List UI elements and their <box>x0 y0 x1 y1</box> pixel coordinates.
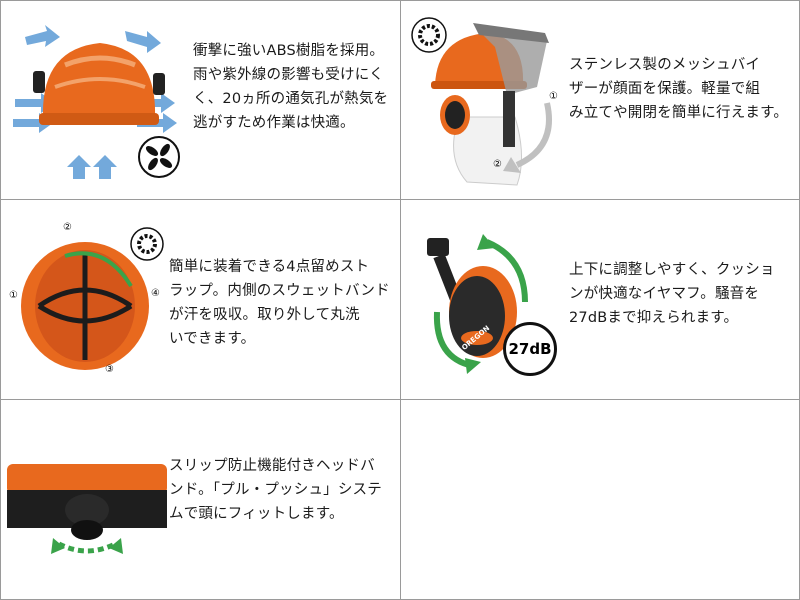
strap-callout-4: ④ <box>151 288 160 299</box>
empty-panel <box>401 400 800 600</box>
mesh-visor-illustration <box>411 17 552 186</box>
feature-headband-panel: スリップ防止機能付きヘッドバ ンド。「プル・プッシュ」システ ムで頭にフィットし… <box>0 400 401 600</box>
feature-headband-description: スリップ防止機能付きヘッドバ ンド。「プル・プッシュ」システ ムで頭にフィットし… <box>169 458 382 522</box>
strap-callout-1: ① <box>9 290 18 301</box>
feature-strap-panel: ① ② ③ ④ 簡単に装着できる4点留めスト ラップ。内側のスウェットバンド が… <box>0 200 401 400</box>
feature-ventilation-description: 衝撃に強いABS樹脂を採用。 雨や紫外線の影響も受けにく く、20ヵ所の通気孔が… <box>193 43 389 131</box>
feature-visor-description: ステンレス製のメッシュバイ ザーが顔面を保護。軽量で組 み立てや開閉を簡単に行え… <box>569 57 789 121</box>
feature-visor-panel: ① ② ステンレス製のメッシュバイ ザーが顔面を保護。軽量で組 み立てや開閉を簡… <box>401 0 800 200</box>
noise-reduction-value: 27dB <box>508 340 552 358</box>
helmet-ventilation-illustration <box>13 25 180 179</box>
strap-callout-2: ② <box>63 222 72 233</box>
visor-callout-1: ① <box>549 91 558 102</box>
noise-reduction-badge: 27dB <box>503 322 557 376</box>
strap-illustration <box>21 227 164 370</box>
feature-strap-description: 簡単に装着できる4点留めスト ラップ。内側のスウェットバンド が汗を吸収。取り外… <box>169 259 390 347</box>
strap-callout-3: ③ <box>105 364 114 375</box>
visor-callout-2: ② <box>493 159 502 170</box>
headband-illustration <box>7 464 167 554</box>
feature-earmuff-panel: OREGON 27dB 上下に調整しやすく、クッショ ンが快適なイヤマフ。騒音を… <box>401 200 800 400</box>
feature-earmuff-description: 上下に調整しやすく、クッショ ンが快適なイヤマフ。騒音を 27dBまで抑えられま… <box>569 262 775 326</box>
earmuff-illustration <box>427 234 528 374</box>
feature-ventilation-panel: 衝撃に強いABS樹脂を採用。 雨や紫外線の影響も受けにく く、20ヵ所の通気孔が… <box>0 0 401 200</box>
